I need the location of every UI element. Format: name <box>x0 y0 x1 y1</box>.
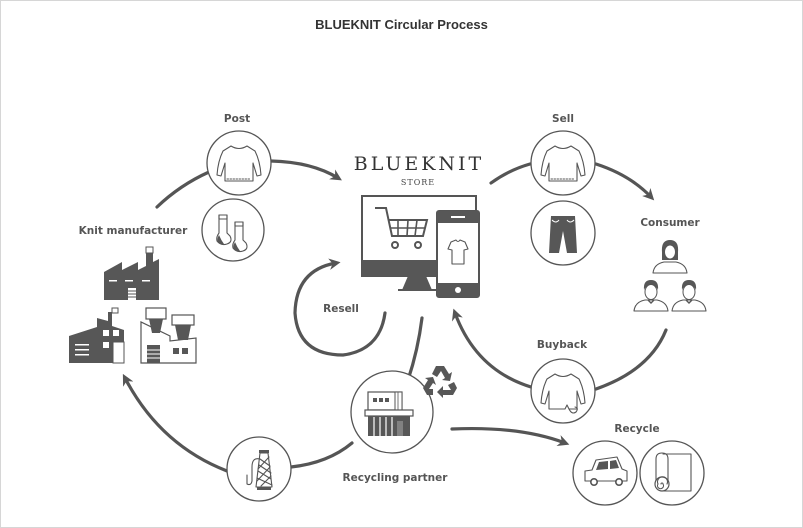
buyback-circle <box>530 358 596 424</box>
arrow-sell-to-consumer <box>594 162 655 201</box>
computer-and-phone-store-icon <box>361 195 480 298</box>
shopping-cart-icon <box>375 207 429 249</box>
carpet-roll-icon <box>654 452 692 492</box>
pants-icon <box>549 216 577 253</box>
arrow-buyback-to-store <box>451 308 533 389</box>
factory-icon <box>104 246 159 300</box>
label-post: Post <box>224 113 250 125</box>
label-recycling-partner: Recycling partner <box>343 472 449 484</box>
page-title: BLUEKNIT Circular Process <box>315 17 488 32</box>
plant-icon <box>140 307 197 364</box>
label-buyback: Buyback <box>537 339 588 351</box>
buildings-icon <box>69 307 125 364</box>
recycle-car-circle <box>572 440 638 506</box>
yarn-node <box>226 436 292 502</box>
sell-node <box>530 130 596 266</box>
recycling-partner-node <box>350 366 457 454</box>
arrow-recycling-to-yarn <box>289 441 354 469</box>
sell-sweater-circle <box>530 130 596 196</box>
consumer-node <box>633 240 707 312</box>
post-socks-circle <box>201 198 265 262</box>
recycle-node <box>572 440 705 506</box>
arrow-resell-loop <box>293 258 387 357</box>
label-recycle: Recycle <box>614 423 659 435</box>
arrow-store-to-sell <box>489 162 532 185</box>
knit-manufacturer-node <box>69 246 197 364</box>
store-brand-name: BLUEKNIT <box>354 153 484 175</box>
yarn-circle <box>226 436 292 502</box>
sell-pants-circle <box>530 200 596 266</box>
arrow-post-to-store <box>269 159 342 181</box>
man-icon <box>671 280 707 312</box>
yarn-spool-icon <box>246 450 273 490</box>
arrow-yarn-to-manufacturer <box>122 373 229 473</box>
recycling-facility-icon <box>364 391 414 436</box>
arrow-store-to-recycling <box>406 316 424 382</box>
label-resell: Resell <box>323 303 359 315</box>
label-knit-manufacturer: Knit manufacturer <box>79 225 189 237</box>
store-subtitle: STORE <box>401 178 435 187</box>
arrow-recycling-to-recycle <box>450 426 570 446</box>
arrow-manufacturer-to-post <box>155 170 211 209</box>
arrow-consumer-to-buyback <box>594 328 668 391</box>
woman-icon <box>652 240 688 274</box>
sweater-icon <box>216 145 262 182</box>
smartphone-icon <box>436 210 480 298</box>
post-sweater-circle <box>206 130 272 196</box>
label-sell: Sell <box>552 113 574 125</box>
sweater-icon <box>540 145 586 182</box>
label-consumer: Consumer <box>640 217 700 229</box>
post-node <box>201 130 272 262</box>
blueknit-store: BLUEKNIT STORE <box>354 153 484 298</box>
recycle-symbol-icon <box>423 366 457 398</box>
car-icon <box>584 456 628 487</box>
buyback-node <box>530 358 596 424</box>
tshirt-icon <box>447 239 469 265</box>
man-icon <box>633 280 669 312</box>
worn-sweater-icon <box>540 373 586 414</box>
socks-icon <box>216 214 248 253</box>
recycle-carpet-circle <box>639 440 705 506</box>
